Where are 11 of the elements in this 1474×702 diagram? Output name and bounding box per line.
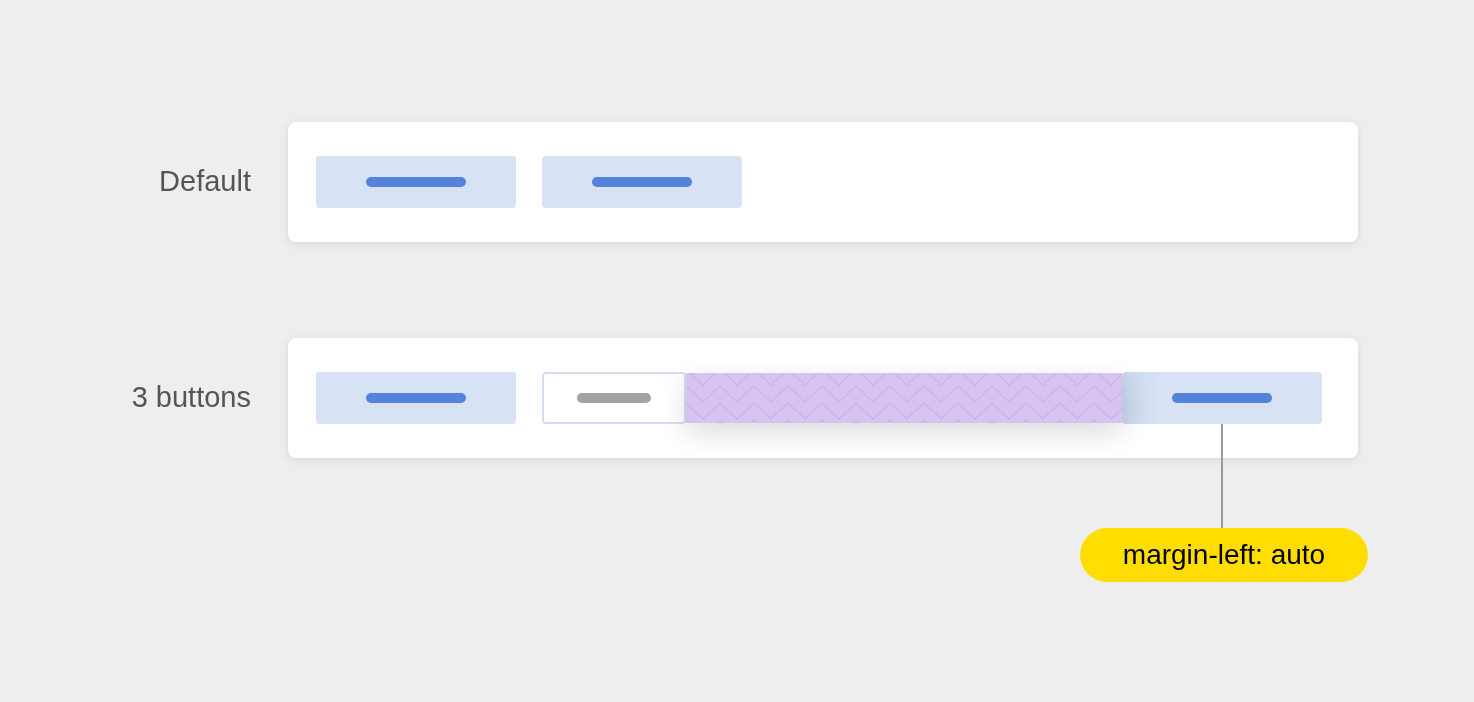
- placeholder-button: [316, 156, 516, 208]
- placeholder-button: [542, 372, 686, 424]
- row-label: Default: [159, 164, 251, 200]
- placeholder-button: [316, 372, 516, 424]
- panel-card: [288, 122, 1358, 242]
- callout-label: margin-left: auto: [1080, 528, 1368, 582]
- placeholder-button: [1122, 372, 1322, 424]
- row-label: 3 buttons: [131, 380, 251, 416]
- panel-card: [288, 338, 1358, 458]
- placeholder-button: [542, 156, 742, 208]
- leader-line: [1221, 423, 1223, 529]
